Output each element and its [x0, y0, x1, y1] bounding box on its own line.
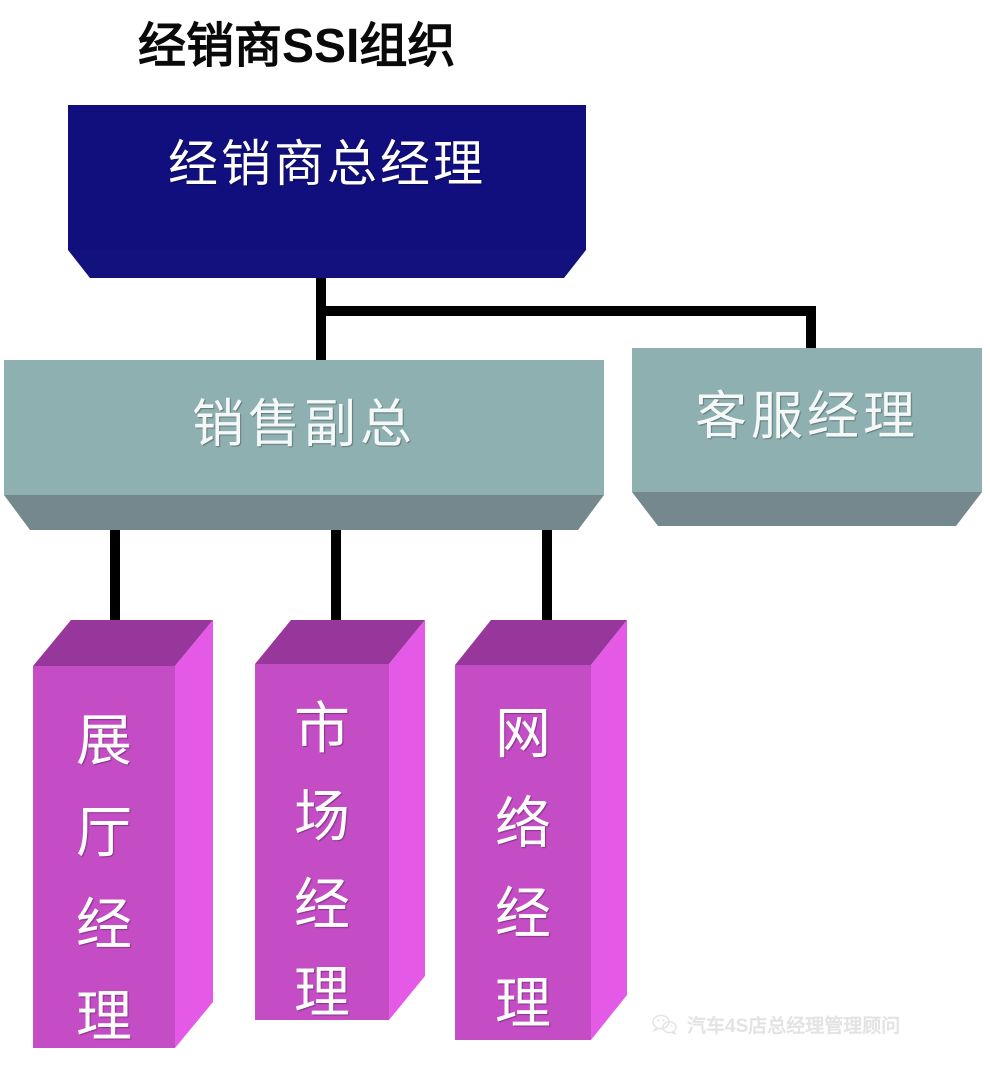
connector-to-showroom-manager	[110, 528, 120, 626]
node-service-manager[interactable]: 客服经理	[632, 348, 982, 526]
connector-executive-bus	[316, 306, 816, 316]
node-executive-face	[68, 105, 586, 250]
node-market-manager-front-face	[255, 664, 389, 1020]
node-service-manager-bevel	[632, 492, 982, 526]
node-executive-bevel	[68, 250, 586, 278]
node-sales-vp-face	[4, 360, 604, 495]
connector-to-network-manager	[542, 528, 552, 626]
node-showroom-manager-front-face	[33, 666, 175, 1048]
node-network-manager-side-face	[591, 620, 627, 1040]
connector-to-service-manager	[806, 306, 816, 368]
node-market-manager-side-face	[389, 620, 425, 1020]
node-market-manager[interactable]: 市 场 经 理	[255, 620, 425, 1025]
node-showroom-manager[interactable]: 展 厅 经 理	[33, 620, 213, 1049]
node-showroom-manager-side-face	[175, 620, 213, 1048]
connector-to-market-manager	[331, 528, 341, 626]
node-executive[interactable]: 经销商总经理	[68, 105, 586, 278]
connector-executive-stem	[316, 272, 326, 368]
node-network-manager[interactable]: 网 络 经 理	[455, 620, 627, 1040]
watermark: 汽车4S店总经理管理顾问	[652, 1011, 900, 1038]
wechat-icon	[652, 1014, 678, 1036]
watermark-label: 汽车4S店总经理管理顾问	[687, 1016, 901, 1037]
node-sales-vp-bevel	[4, 495, 604, 530]
page-title: 经销商SSI组织	[138, 20, 456, 73]
node-sales-vp[interactable]: 销售副总	[4, 360, 604, 530]
node-service-manager-face	[632, 348, 982, 492]
node-network-manager-front-face	[455, 665, 591, 1040]
